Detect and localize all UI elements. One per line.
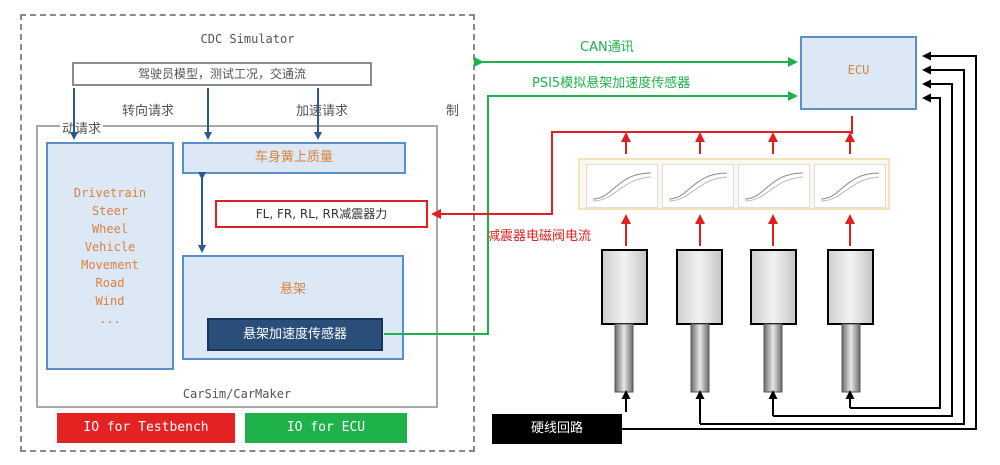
driver-model-box: 驾驶员模型，测试工况，交通流 [72,62,372,86]
carsim-frame [36,125,438,408]
drivetrain-item: Drivetrain [73,186,147,200]
testbench-links [431,116,855,246]
hardwire-main [622,51,977,430]
sprung-mass-box: 车身簧上质量 [182,142,406,174]
steer-item: Steer [91,204,129,218]
vehicle-model-box: Drivetrain Steer Wheel Vehicle Movement … [46,142,174,370]
curve-icon [820,172,880,202]
road-item: Road [95,276,125,290]
curve-icon [744,172,804,202]
cdc-simulator-frame [20,14,475,452]
curve-icon [668,172,728,202]
damper-curve-chart [662,164,734,208]
wheel-item: Wheel [91,222,129,236]
damper-forces-box: FL, FR, RL, RR减震器力 [215,200,428,228]
wind-item: Wind [95,294,125,308]
ecu-links [384,57,798,335]
ellipsis-item: ... [99,312,121,326]
current-bus [551,131,852,154]
valve-current-label: 减震器电磁阀电流 [487,229,592,244]
hardwire-2 [700,65,965,425]
suspension-title: 悬架 [279,282,306,297]
damper-curve-chart [738,164,810,208]
steer-request-label: 转向请求 [122,104,175,119]
hardwire-links [621,51,977,430]
hardwire-3 [773,79,953,417]
damper-force-arrow [431,154,553,219]
request-arrows [70,88,322,253]
damper-curve-chart [586,164,658,208]
can-label: CAN通讯 [580,40,634,55]
damper-units [601,249,874,393]
legend-ecu: IO for ECU [245,413,407,443]
damper-2 [676,249,723,393]
suspension-sensor-box: 悬架加速度传感器 [207,318,383,351]
vehicle-item: Vehicle [84,240,136,254]
legend-hardwire: 硬线回路 [492,414,622,444]
legend-testbench: IO for Testbench [57,413,235,443]
damper-4 [827,249,874,393]
movement-item: Movement [81,258,139,272]
ecu-box: ECU [800,36,917,110]
psi5-label: PSI5模拟悬架加速度传感器 [532,76,691,91]
accel-request-label: 加速请求 [296,104,349,119]
carsim-label: CarSim/CarMaker [182,387,292,401]
damper-1 [601,249,648,393]
hardwire-4 [850,93,941,409]
simulator-title: CDC Simulator [200,32,295,46]
damper-curve-strip [578,158,890,210]
damper-3 [750,249,797,393]
curve-icon [592,172,652,202]
brake-request-fragment: 制 [446,104,460,119]
damper-curve-chart [814,164,886,208]
